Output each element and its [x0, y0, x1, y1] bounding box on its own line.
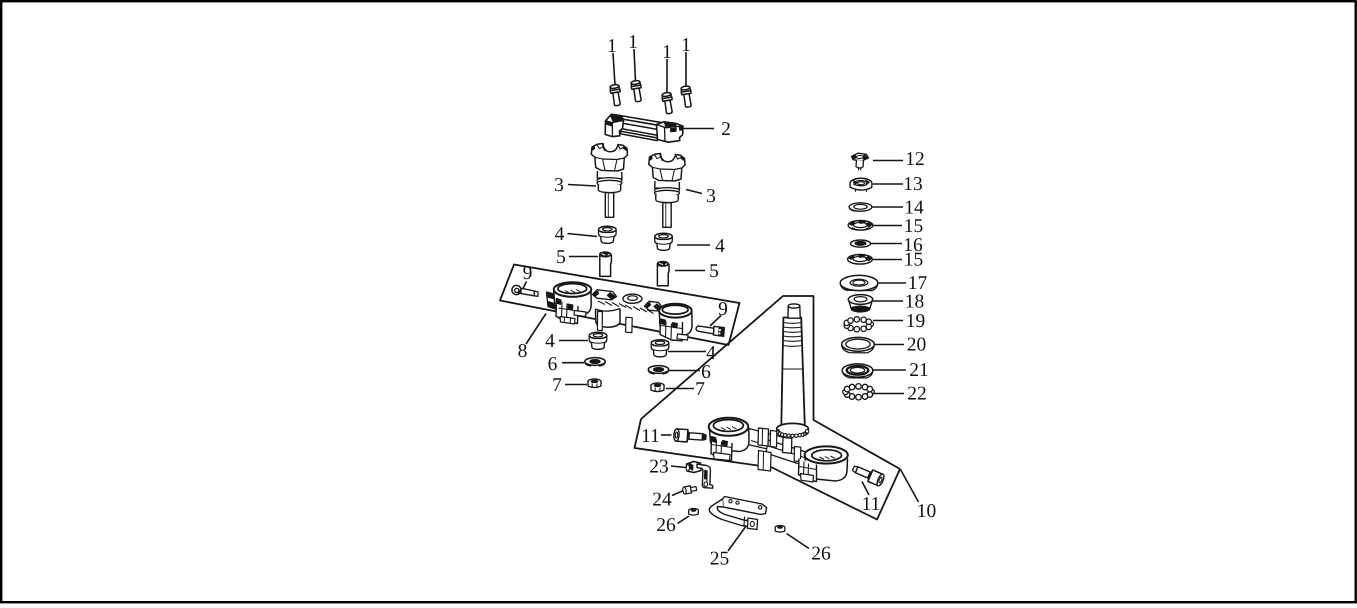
svg-text:13: 13	[903, 174, 923, 195]
svg-text:4: 4	[545, 331, 555, 352]
svg-text:1: 1	[681, 35, 691, 56]
svg-text:4: 4	[555, 224, 565, 245]
svg-text:26: 26	[811, 544, 831, 565]
svg-text:24: 24	[652, 490, 672, 511]
svg-text:6: 6	[548, 354, 558, 375]
svg-text:8: 8	[518, 341, 528, 362]
svg-text:23: 23	[649, 457, 669, 478]
svg-text:15: 15	[904, 216, 924, 237]
svg-text:1: 1	[607, 36, 617, 57]
svg-text:9: 9	[718, 299, 728, 320]
svg-text:11: 11	[862, 494, 881, 515]
svg-text:16: 16	[903, 235, 923, 256]
svg-text:11: 11	[641, 426, 660, 447]
svg-text:4: 4	[715, 236, 725, 257]
svg-text:25: 25	[710, 549, 730, 570]
svg-text:22: 22	[907, 384, 927, 405]
svg-text:4: 4	[706, 343, 716, 364]
svg-text:26: 26	[656, 515, 676, 536]
svg-text:12: 12	[905, 149, 925, 170]
svg-text:1: 1	[628, 32, 638, 53]
svg-text:17: 17	[908, 273, 928, 294]
svg-text:15: 15	[904, 250, 924, 271]
svg-text:10: 10	[917, 501, 937, 522]
svg-text:7: 7	[695, 379, 705, 400]
svg-text:5: 5	[709, 261, 719, 282]
svg-text:14: 14	[904, 198, 924, 219]
svg-text:9: 9	[523, 263, 533, 284]
svg-text:1: 1	[662, 42, 672, 63]
svg-text:18: 18	[905, 292, 925, 313]
svg-text:19: 19	[906, 311, 926, 332]
svg-text:6: 6	[701, 362, 711, 383]
svg-text:2: 2	[721, 119, 731, 140]
svg-text:7: 7	[552, 375, 562, 396]
svg-text:3: 3	[706, 186, 716, 207]
svg-text:21: 21	[909, 360, 929, 381]
svg-text:3: 3	[554, 175, 564, 196]
svg-text:20: 20	[907, 335, 927, 356]
svg-text:5: 5	[556, 247, 566, 268]
